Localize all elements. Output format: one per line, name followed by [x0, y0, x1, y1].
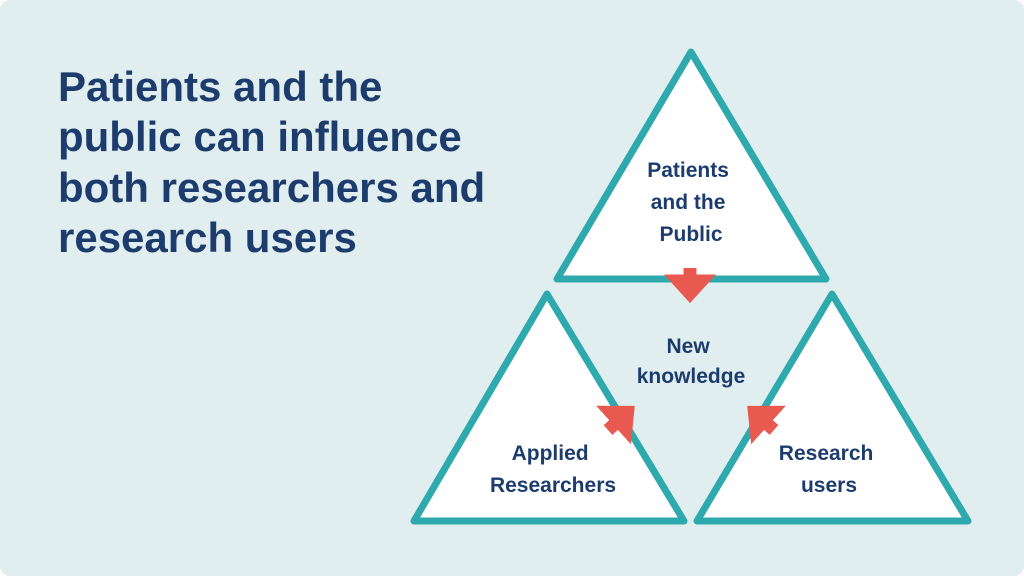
- label-applied-researchers: Applied Researchers: [490, 442, 616, 497]
- label-research-users: Research users: [779, 442, 879, 497]
- label-patients-public: Patients and the Public: [647, 159, 735, 246]
- slide-title: Patients and the public can influence bo…: [58, 63, 486, 262]
- label-new-knowledge: New knowledge: [637, 335, 746, 388]
- arrow-up-right-icon: [596, 405, 635, 445]
- arrow-up-left-icon: [747, 405, 786, 445]
